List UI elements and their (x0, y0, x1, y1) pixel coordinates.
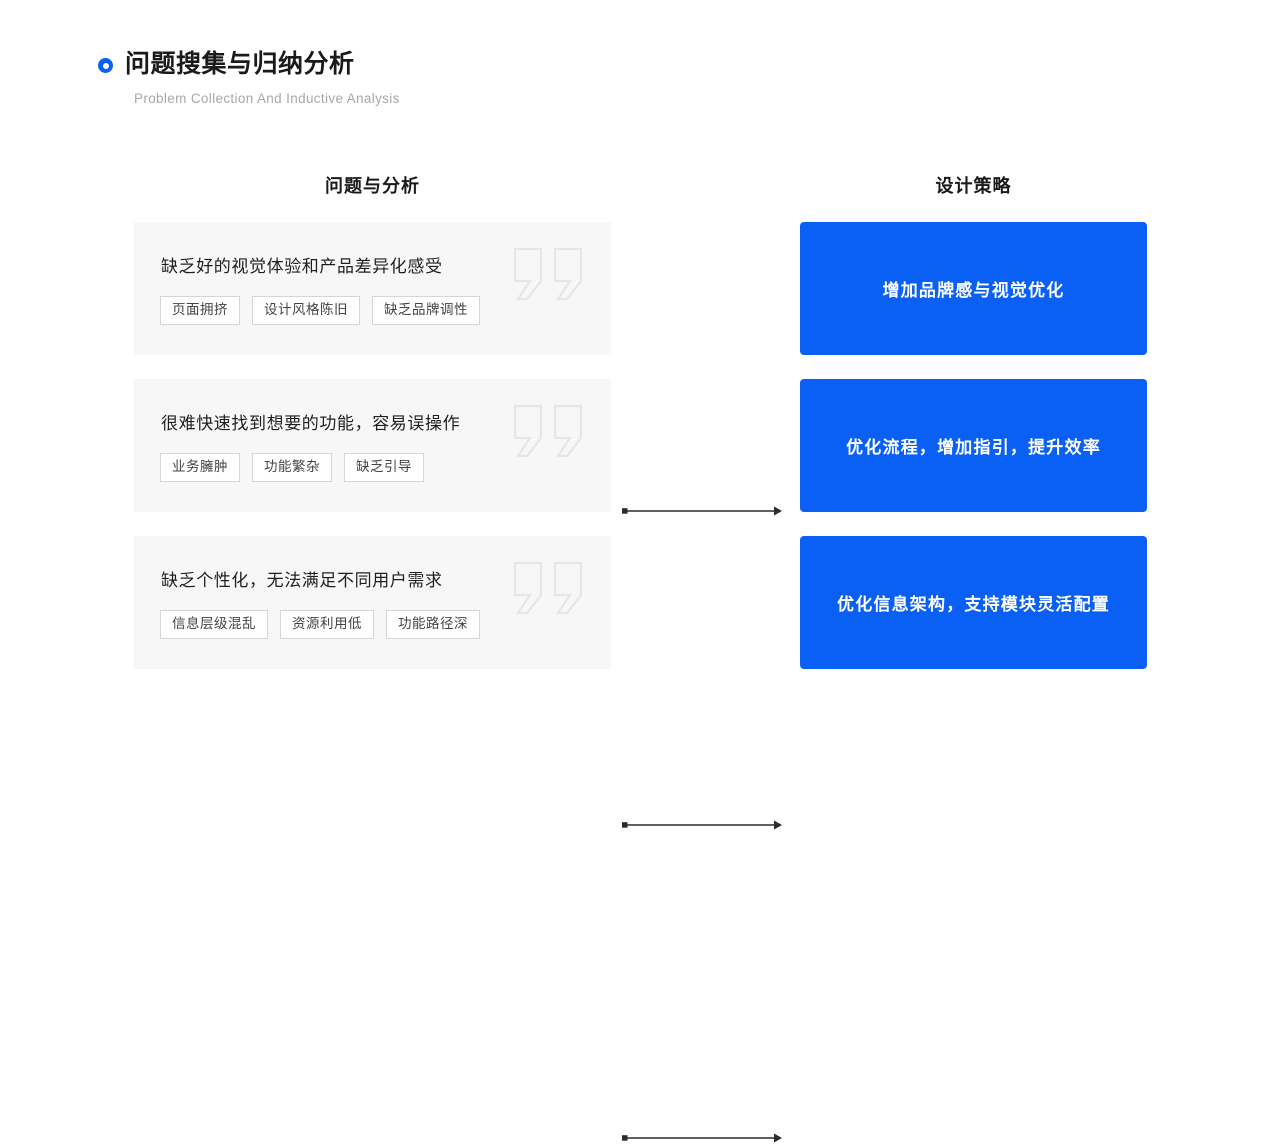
problem-card[interactable]: 很难快速找到想要的功能，容易误操作 业务臃肿 功能繁杂 缺乏引导 (134, 379, 611, 512)
connector-arrow (622, 506, 782, 516)
page-header: 问题搜集与归纳分析 Problem Collection And Inducti… (98, 52, 400, 106)
problem-tag[interactable]: 信息层级混乱 (160, 610, 268, 639)
analysis-board: 缺乏好的视觉体验和产品差异化感受 页面拥挤 设计风格陈旧 缺乏品牌调性 增加品牌… (134, 222, 1147, 1143)
column-heading-problems: 问题与分析 (325, 176, 420, 196)
circle-dot-icon (98, 58, 113, 73)
problem-tag[interactable]: 业务臃肿 (160, 453, 240, 482)
problem-card[interactable]: 缺乏好的视觉体验和产品差异化感受 页面拥挤 设计风格陈旧 缺乏品牌调性 (134, 222, 611, 355)
strategy-label: 增加品牌感与视觉优化 (882, 281, 1065, 300)
problem-tag[interactable]: 资源利用低 (280, 610, 374, 639)
problem-card[interactable]: 缺乏个性化，无法满足不同用户需求 信息层级混乱 资源利用低 功能路径深 (134, 536, 611, 669)
quote-marks-icon (513, 561, 583, 615)
quote-marks-icon (513, 404, 583, 458)
problem-tag-list: 页面拥挤 设计风格陈旧 缺乏品牌调性 (160, 296, 480, 325)
page-subtitle: Problem Collection And Inductive Analysi… (134, 91, 400, 106)
problem-tag-list: 信息层级混乱 资源利用低 功能路径深 (160, 610, 480, 639)
problem-title: 缺乏好的视觉体验和产品差异化感受 (161, 257, 443, 276)
problem-tag[interactable]: 缺乏品牌调性 (372, 296, 480, 325)
problem-tag[interactable]: 设计风格陈旧 (252, 296, 360, 325)
problem-tag-list: 业务臃肿 功能繁杂 缺乏引导 (160, 453, 424, 482)
strategy-box[interactable]: 优化流程，增加指引，提升效率 (800, 379, 1147, 512)
problem-tag[interactable]: 功能路径深 (386, 610, 480, 639)
problem-title: 缺乏个性化，无法满足不同用户需求 (161, 571, 443, 590)
strategy-label: 优化流程，增加指引，提升效率 (846, 438, 1101, 457)
problem-tag[interactable]: 页面拥挤 (160, 296, 240, 325)
problem-tag[interactable]: 功能繁杂 (252, 453, 332, 482)
page-title: 问题搜集与归纳分析 (125, 50, 355, 78)
connector-arrow (622, 1133, 782, 1143)
strategy-box[interactable]: 增加品牌感与视觉优化 (800, 222, 1147, 355)
page-header-row: 问题搜集与归纳分析 (98, 52, 400, 77)
connector-arrow (622, 820, 782, 830)
column-heading-strategies: 设计策略 (935, 176, 1012, 196)
problem-title: 很难快速找到想要的功能，容易误操作 (161, 414, 461, 433)
strategy-box[interactable]: 优化信息架构，支持模块灵活配置 (800, 536, 1147, 669)
strategy-label: 优化信息架构，支持模块灵活配置 (837, 595, 1110, 614)
quote-marks-icon (513, 247, 583, 301)
problem-tag[interactable]: 缺乏引导 (344, 453, 424, 482)
